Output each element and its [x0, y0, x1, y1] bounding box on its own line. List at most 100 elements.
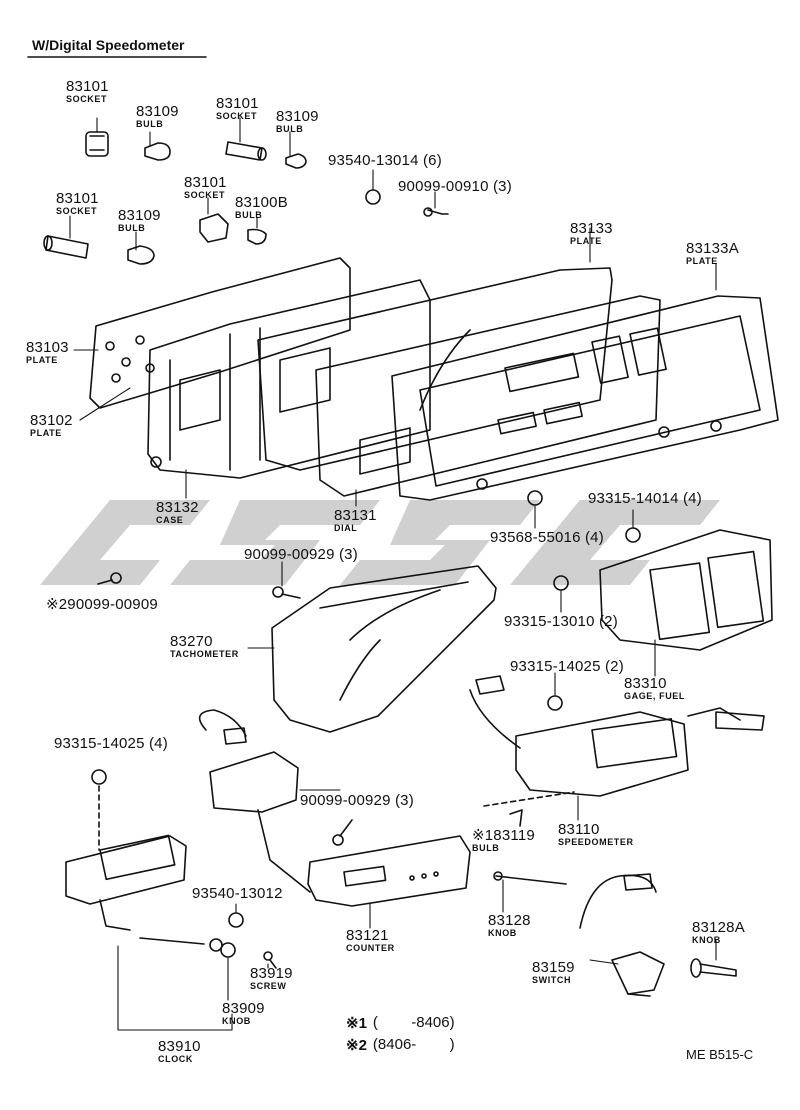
callout-83121[interactable]: 83121 COUNTER — [346, 928, 395, 953]
part-name: PLATE — [570, 236, 602, 246]
callout-93540-13014[interactable]: 93540-13014 (6) — [328, 153, 442, 168]
part-number: 83109 — [276, 108, 319, 125]
part-name: CLOCK — [158, 1054, 193, 1064]
switch-harness-icon — [198, 709, 311, 893]
part-name: BULB — [136, 119, 164, 129]
callout-83119[interactable]: ※183119 BULB — [472, 828, 535, 853]
part-number: 83109 — [118, 207, 161, 224]
part-name: SCREW — [250, 981, 287, 991]
callout-83101-a[interactable]: 83101 SOCKET — [66, 79, 109, 104]
knob-83128a-icon — [690, 958, 737, 978]
part-number: 93315-14014 (4) — [588, 490, 702, 507]
callout-83310[interactable]: 83310 GAGE, FUEL — [624, 676, 685, 701]
legend-mark: ※1 — [346, 1015, 367, 1032]
part-number: 83132 — [156, 499, 199, 516]
callout-83101-b[interactable]: 83101 SOCKET — [216, 96, 259, 121]
switch-83159-icon — [579, 873, 665, 997]
callout-83102[interactable]: 83102 PLATE — [30, 413, 73, 438]
callout-83270[interactable]: 83270 TACHOMETER — [170, 634, 239, 659]
part-number: 83102 — [30, 412, 73, 429]
part-number: 93315-14025 (2) — [510, 658, 624, 675]
part-number: 93315-14025 (4) — [54, 735, 168, 752]
callout-83909[interactable]: 83909 KNOB — [222, 1001, 265, 1026]
speedometer-83110-icon — [469, 675, 765, 797]
callout-93568-55016[interactable]: 93568-55016 (4) — [490, 530, 604, 545]
part-number: 83128A — [692, 919, 745, 936]
socket-83101-d-icon — [199, 213, 229, 243]
counter-83121-icon — [307, 835, 471, 907]
callout-93315-13010[interactable]: 93315-13010 (2) — [504, 614, 618, 629]
legend-range: ( -8406) — [372, 1014, 455, 1031]
part-name: SOCKET — [56, 206, 98, 216]
part-number: 93315-13010 (2) — [504, 613, 618, 630]
callout-83103[interactable]: 83103 PLATE — [26, 340, 69, 365]
callout-83910[interactable]: 83910 CLOCK — [158, 1039, 201, 1064]
watermark-logo — [40, 500, 720, 585]
part-number: 83131 — [334, 507, 377, 524]
part-name: KNOB — [488, 928, 517, 938]
callout-83100b[interactable]: 83100B BULB — [235, 195, 288, 220]
part-name: PLATE — [26, 355, 58, 365]
part-name: CASE — [156, 515, 184, 525]
part-name: BULB — [118, 223, 146, 233]
part-number: 90099-00929 (3) — [244, 546, 358, 563]
part-number: 83101 — [216, 95, 259, 112]
callout-83919[interactable]: 83919 SCREW — [250, 966, 293, 991]
callout-83133[interactable]: 83133 PLATE — [570, 221, 613, 246]
callout-83159[interactable]: 83159 SWITCH — [532, 960, 575, 985]
part-number: 83100B — [235, 194, 288, 211]
part-number: 83109 — [136, 103, 179, 120]
callout-83110[interactable]: 83110 SPEEDOMETER — [558, 822, 634, 847]
part-number: 83121 — [346, 927, 389, 944]
part-name: GAGE, FUEL — [624, 691, 686, 701]
part-number: 83101 — [56, 190, 99, 207]
callout-93315-14025-a[interactable]: 93315-14025 (4) — [54, 736, 168, 751]
callout-90099-00909[interactable]: ※290099-00909 — [46, 597, 158, 612]
callout-83131[interactable]: 83131 DIAL — [334, 508, 377, 533]
tachometer-83270-icon — [271, 565, 497, 733]
screw-90099-00929-b-icon — [332, 819, 353, 846]
part-name: KNOB — [692, 935, 721, 945]
clock-83910-icon — [65, 834, 223, 952]
part-number: ※183119 — [472, 827, 535, 844]
part-number: 90099-00910 (3) — [398, 178, 512, 195]
part-number: 83909 — [222, 1000, 265, 1017]
bulb-83100b-icon — [247, 228, 267, 245]
callout-93315-14014[interactable]: 93315-14014 (4) — [588, 491, 702, 506]
callout-83133a[interactable]: 83133A PLATE — [686, 241, 739, 266]
part-number: 83133A — [686, 240, 739, 257]
serial-legend: ※1 ( -8406) ※2 (8406- ) — [346, 1014, 455, 1058]
part-number: 83128 — [488, 912, 531, 929]
callout-93315-14025-b[interactable]: 93315-14025 (2) — [510, 659, 624, 674]
leader-lines — [69, 117, 717, 1031]
callout-90099-00929-b[interactable]: 90099-00929 (3) — [300, 793, 414, 808]
callout-83109-c[interactable]: 83109 BULB — [118, 208, 161, 233]
callout-90099-00929-a[interactable]: 90099-00929 (3) — [244, 547, 358, 562]
callout-83109-a[interactable]: 83109 BULB — [136, 104, 179, 129]
socket-83101-c-icon — [43, 235, 89, 259]
part-name: BULB — [472, 843, 500, 853]
part-name: SOCKET — [66, 94, 108, 104]
part-name: PLATE — [30, 428, 62, 438]
part-number: 83133 — [570, 220, 613, 237]
callout-83109-b[interactable]: 83109 BULB — [276, 109, 319, 134]
part-number: 90099-00929 (3) — [300, 792, 414, 809]
bulb-83109-b-icon — [285, 153, 307, 169]
callout-83101-d[interactable]: 83101 SOCKET — [184, 175, 227, 200]
callout-83132[interactable]: 83132 CASE — [156, 500, 199, 525]
legend-range: (8406- ) — [372, 1036, 455, 1053]
callout-83128a[interactable]: 83128A KNOB — [692, 920, 745, 945]
callout-90099-00910[interactable]: 90099-00910 (3) — [398, 179, 512, 194]
knob-83909-icon — [220, 942, 236, 958]
part-number: 83101 — [66, 78, 109, 95]
callout-83128[interactable]: 83128 KNOB — [488, 913, 531, 938]
knob-83128-icon — [493, 871, 567, 885]
callout-83101-c[interactable]: 83101 SOCKET — [56, 191, 99, 216]
figure-code: ME B515-C — [686, 1047, 754, 1062]
part-number: 93540-13014 (6) — [328, 152, 442, 169]
callout-93540-13012[interactable]: 93540-13012 — [192, 886, 283, 901]
socket-83101-a-icon — [85, 131, 109, 157]
dial-83131-icon — [315, 295, 661, 497]
